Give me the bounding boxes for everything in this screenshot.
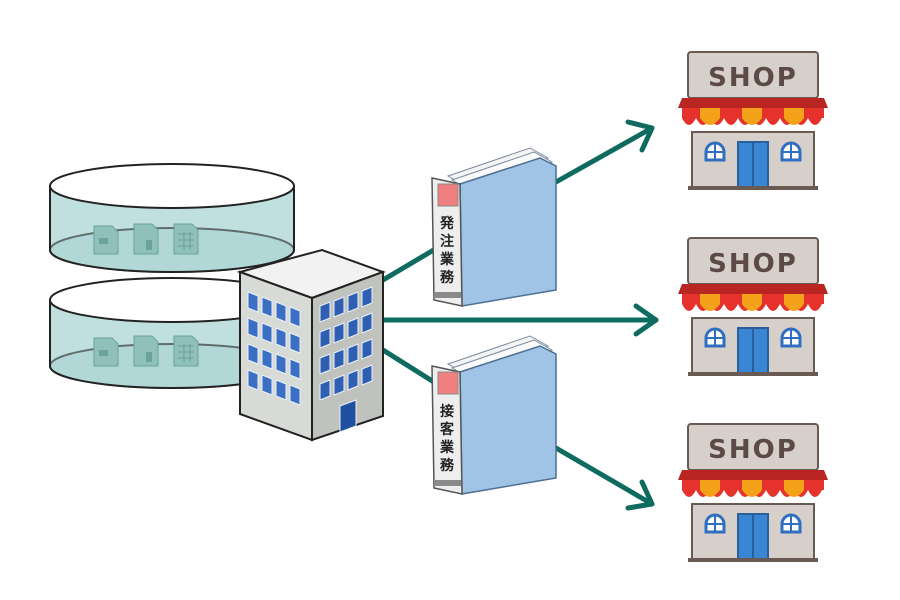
- office-building-icon: [236, 248, 386, 442]
- database-bottom: [49, 277, 295, 389]
- binder-tab: [437, 371, 459, 395]
- spine-char: 接: [440, 403, 454, 420]
- spine-char: 務: [440, 269, 455, 286]
- document-icon: [93, 225, 119, 255]
- spreadsheet-icon: [173, 335, 199, 367]
- arrow-to-shop-3: [380, 347, 655, 511]
- binder-ordering: 発注業務: [431, 147, 557, 307]
- spine-char: 務: [440, 457, 455, 474]
- shop-2-icon: SHOP: [676, 236, 830, 378]
- building-windows-right: [319, 286, 373, 433]
- spine-char: 発: [439, 215, 455, 232]
- document-icon: [133, 335, 159, 367]
- document-icon: [93, 337, 119, 367]
- shop-3-icon: SHOP: [676, 422, 830, 564]
- arrow-to-shop-2: [380, 303, 659, 337]
- binder-customer-label: 接客業務: [439, 403, 455, 474]
- shop-2-sign: SHOP: [708, 249, 798, 279]
- spine-char: 業: [439, 439, 455, 456]
- database-top: [49, 163, 295, 273]
- binder-customer: 接客業務: [431, 335, 557, 495]
- spine-char: 業: [439, 251, 455, 268]
- arrow-to-shop-1: [380, 119, 655, 283]
- spine-char: 客: [439, 421, 455, 438]
- connector-arrows: [380, 119, 659, 511]
- binder-tab: [437, 183, 459, 207]
- shop-1-sign: SHOP: [708, 63, 798, 93]
- binder-ordering-label: 発注業務: [439, 215, 455, 286]
- building-windows-left: [247, 291, 301, 406]
- document-icon: [133, 223, 159, 255]
- spreadsheet-icon: [173, 223, 199, 255]
- shop-1-icon: SHOP: [676, 50, 830, 192]
- spine-char: 注: [440, 233, 454, 250]
- shop-3-sign: SHOP: [708, 435, 798, 465]
